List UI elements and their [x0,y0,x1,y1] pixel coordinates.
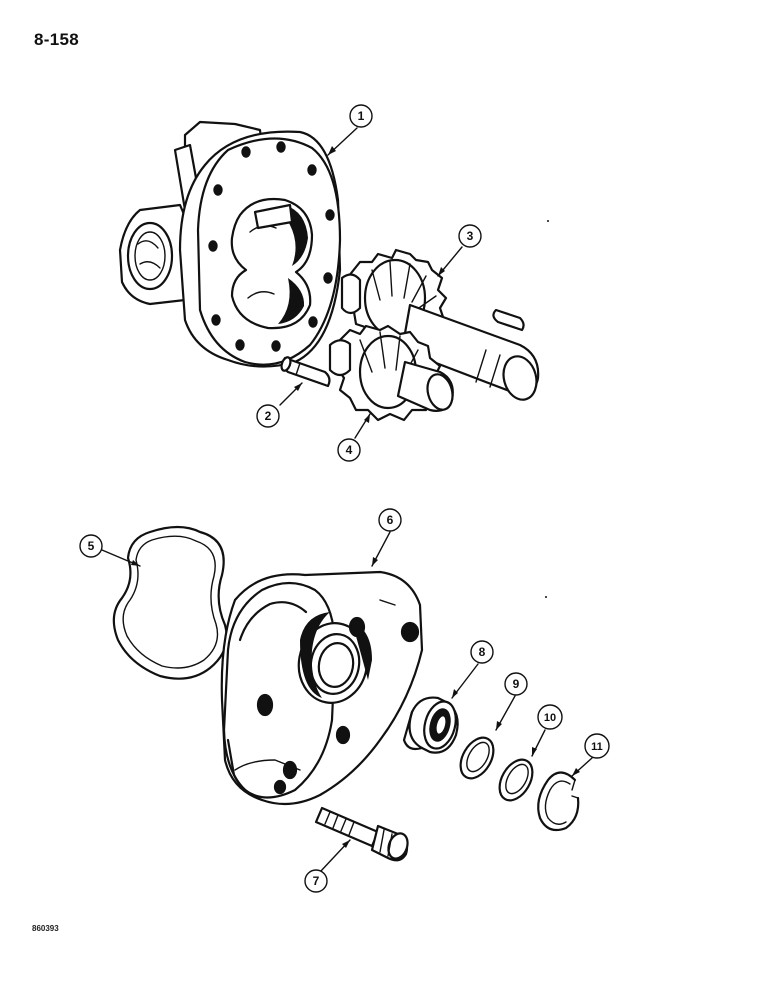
svg-text:9: 9 [513,677,520,691]
bolt-part [314,806,409,862]
snap-ring-part [537,771,580,832]
gasket-part [112,525,228,680]
callout-11: 11 [584,733,610,759]
svg-text:2: 2 [265,409,272,423]
callout-5: 5 [79,534,103,558]
driven-gear-part [328,324,454,422]
drive-gear-shaft-part [340,248,540,401]
callout-8: 8 [470,640,494,664]
pump-body-part [118,120,342,368]
callout-2: 2 [256,404,280,428]
scan-specks [545,220,549,598]
svg-text:4: 4 [346,443,353,457]
svg-text:11: 11 [591,741,603,753]
svg-text:8: 8 [479,645,486,659]
callout-7: 7 [304,869,328,893]
washer-9-part [459,736,495,780]
callout-6: 6 [378,508,402,532]
callout-10: 10 [537,704,563,730]
pump-cover-part [220,570,424,806]
oil-seal-part [402,696,459,754]
washer-10-part [498,758,534,802]
callout-3: 3 [458,224,482,248]
page-title: 8-158 [34,30,79,49]
svg-text:10: 10 [544,712,556,724]
drawing-number: 860393 [32,924,59,933]
svg-text:1: 1 [358,109,365,123]
callout-leaders [101,127,593,873]
svg-text:7: 7 [313,874,320,888]
svg-text:6: 6 [387,513,394,527]
callout-4: 4 [337,438,361,462]
dowel-pin-part [280,356,331,388]
svg-text:3: 3 [467,229,474,243]
svg-text:5: 5 [88,539,95,553]
callout-1: 1 [349,104,373,128]
callout-9: 9 [504,672,528,696]
